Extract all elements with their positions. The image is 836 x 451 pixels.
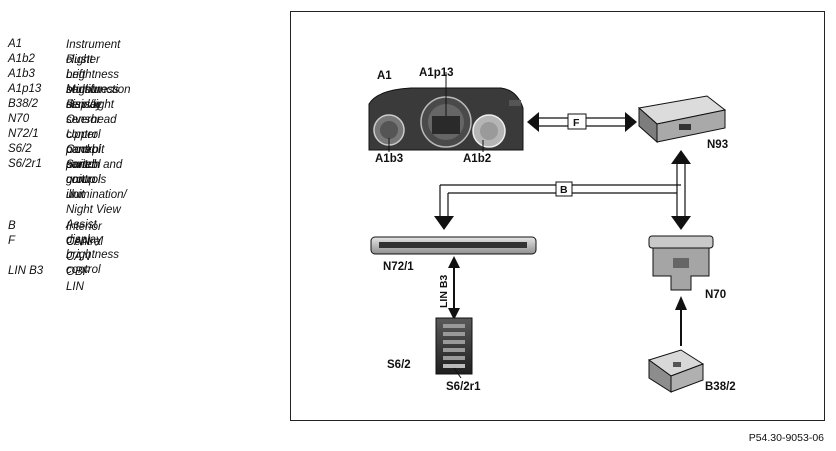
legend-desc: Overhead control panel control unit <box>66 114 117 186</box>
legend-code: A1p13 <box>8 83 42 95</box>
legend-code: N72/1 <box>8 128 39 140</box>
label-n93: N93 <box>707 139 728 151</box>
illumination-control <box>443 364 465 368</box>
legend-code: F <box>8 235 16 247</box>
label-s6-2r1: S6/2r1 <box>446 381 481 393</box>
legend-code: N70 <box>8 113 30 125</box>
label-a1b2: A1b2 <box>463 153 491 165</box>
bus-f-connection: F <box>527 112 637 132</box>
legend-code: A1 <box>8 38 23 50</box>
reference-code: P54.30-9053-06 <box>748 432 824 444</box>
diagram-frame: A1 A1p13 A1b3 A1b2 N93 F <box>290 11 825 421</box>
label-a1p13: A1p13 <box>419 67 454 79</box>
legend-desc: Interior CAN <box>66 221 102 248</box>
legend-code: S6/2 <box>8 143 32 155</box>
rain-light-sensor-b38-2 <box>647 349 705 393</box>
label-s6-2: S6/2 <box>387 359 411 371</box>
legend-desc: Upper control panel control unit <box>66 129 101 201</box>
multifunction-display <box>432 116 460 134</box>
legend-code: S6/2r1 <box>8 158 42 170</box>
control-unit-n93 <box>637 95 727 144</box>
legend-desc: Rain/light sensor <box>66 99 114 126</box>
label-a1: A1 <box>377 70 392 82</box>
legend-code: A1b3 <box>8 68 35 80</box>
legend-desc: Instrument cluster <box>66 39 121 66</box>
legend-code: LIN B3 <box>8 265 44 277</box>
legend-desc: Right brightness sensor <box>66 54 120 96</box>
label-a1b3: A1b3 <box>375 153 403 165</box>
legend-desc: OBF LIN <box>66 266 90 293</box>
legend-code: B38/2 <box>8 98 39 110</box>
legend-code: A1b2 <box>8 53 35 65</box>
label-b38-2: B38/2 <box>705 381 736 393</box>
bus-lin-b3-connection: LIN B3 <box>438 256 460 320</box>
cockpit-switch-group-s6-2 <box>435 317 473 379</box>
bus-b-connection: B <box>434 150 691 230</box>
legend-desc: Switch and controls illumination/ Night … <box>66 159 127 276</box>
legend-desc: Multifunction display <box>66 84 131 111</box>
legend-desc: Left brightness sensor <box>66 69 120 111</box>
overhead-control-panel-n70 <box>648 235 714 291</box>
bus-f-label: F <box>573 117 580 129</box>
bus-b-label: B <box>560 184 568 196</box>
instrument-cluster-a1 <box>368 72 524 152</box>
upper-control-panel-n72-1 <box>370 236 537 255</box>
legend-code: B <box>8 220 16 232</box>
label-n72-1: N72/1 <box>383 261 414 273</box>
link-b38-2-to-n70 <box>675 296 687 346</box>
label-n70: N70 <box>705 289 726 301</box>
legend-desc: Central CAN <box>66 236 104 263</box>
legend-desc: Cockpit switch group <box>66 144 105 186</box>
network-diagram: A1 A1p13 A1b3 A1b2 N93 F <box>368 67 736 393</box>
bus-lin-b3-label: LIN B3 <box>438 275 450 308</box>
